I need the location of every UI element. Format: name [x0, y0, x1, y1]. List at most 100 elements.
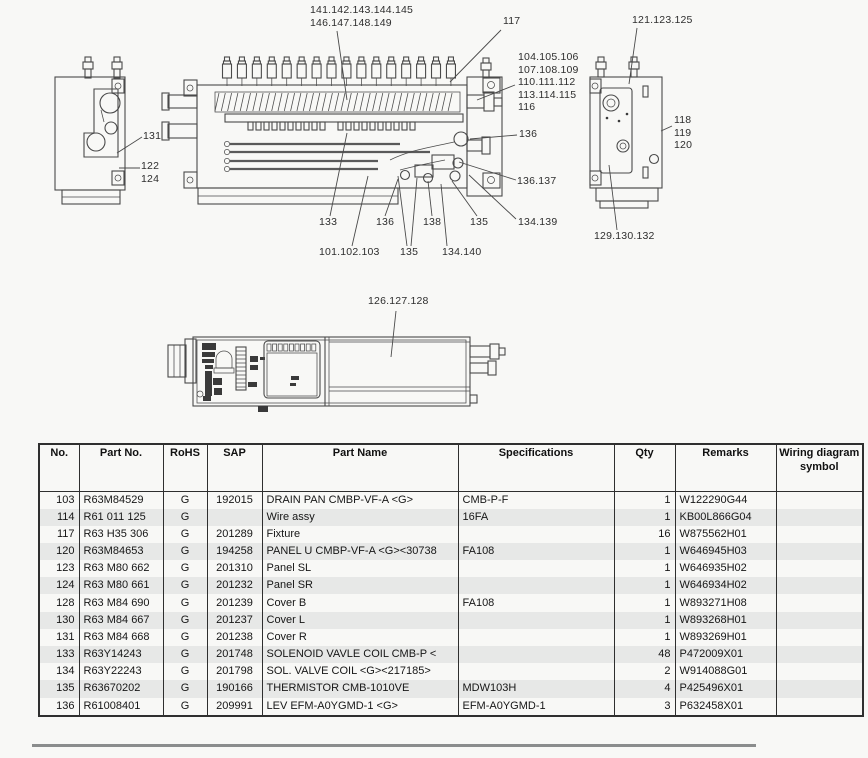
table-cell: CMB-P-F [457, 491, 615, 509]
table-cell: 16 [613, 525, 676, 543]
table-cell: 201238 [206, 628, 263, 646]
table-cell: P425496X01 [674, 680, 777, 698]
table-cell: 1 [613, 491, 676, 509]
callout-136-bottom: 136 [376, 216, 395, 228]
table-cell: 131 [38, 628, 80, 646]
table-cell: SOLENOID VAVLE COIL CMB-P < [261, 646, 459, 664]
callout-117: 117 [503, 15, 521, 27]
table-cell: 136 [38, 697, 80, 716]
table-cell: 209991 [206, 697, 263, 716]
table-cell: 120 [38, 542, 80, 561]
table-cell: MDW103H [457, 680, 615, 698]
callout-136-right: 136 [519, 128, 538, 140]
callout-133: 133 [319, 216, 338, 228]
table-cell [457, 577, 615, 595]
column-header-remarks: Remarks [674, 443, 777, 492]
table-cell: Cover B [261, 594, 459, 612]
column-header-sap: SAP [206, 443, 263, 492]
table-cell [775, 646, 864, 664]
table-cell: 135 [38, 680, 80, 698]
callout-134-139: 134.139 [518, 216, 558, 228]
callout-leader-lines [116, 27, 673, 358]
table-cell: G [162, 680, 208, 698]
table-cell: G [162, 491, 208, 509]
table-cell [775, 611, 864, 629]
table-cell: G [162, 594, 208, 612]
table-cell: LEV EFM-A0YGMD-1 <G> [261, 697, 459, 716]
table-cell [457, 628, 615, 646]
callout-122-124: 122 124 [141, 160, 160, 185]
table-cell: G [162, 697, 208, 716]
table-cell: 201232 [206, 577, 263, 595]
table-cell [457, 525, 615, 543]
parts-table: No. Part No. RoHS SAP Part Name Specific… [38, 443, 864, 717]
table-cell: R63 M80 662 [78, 560, 164, 578]
table-cell: R63M84653 [78, 542, 164, 561]
callout-118-119-120: 118 119 120 [674, 114, 693, 151]
left-side-view [54, 56, 126, 205]
table-cell: 190166 [206, 680, 263, 698]
table-cell: THERMISTOR CMB-1010VE [261, 680, 459, 698]
table-cell: 48 [613, 646, 676, 664]
callout-141-149: 141.142.143.144.145 146.147.148.149 [310, 4, 414, 29]
callout-135-top: 135 [470, 216, 489, 228]
table-cell: 1 [613, 594, 676, 612]
table-cell: G [162, 560, 208, 578]
table-cell: R61 011 125 [78, 508, 164, 526]
callout-104-116: 104.105.106 107.108.109 110.111.112 113.… [518, 51, 579, 113]
table-cell [775, 508, 864, 526]
table-cell: EFM-A0YGMD-1 [457, 697, 615, 716]
table-cell [457, 663, 615, 681]
table-cell: G [162, 577, 208, 595]
table-cell: G [162, 525, 208, 543]
callout-121-123-125: 121.123.125 [632, 14, 693, 26]
column-header-rohs: RoHS [162, 443, 208, 492]
table-cell [775, 680, 864, 698]
table-cell: P632458X01 [674, 697, 777, 716]
column-header-no: No. [38, 443, 80, 492]
table-cell: R63 H35 306 [78, 525, 164, 543]
center-assembly-front-view [161, 56, 503, 205]
table-cell: Cover L [261, 611, 459, 629]
table-cell: 16FA [457, 508, 615, 526]
callout-101-102-103: 101.102.103 [319, 246, 380, 258]
callout-134-140: 134.140 [442, 246, 482, 258]
table-cell: 1 [613, 542, 676, 561]
column-header-specifications: Specifications [457, 443, 615, 492]
table-cell [775, 525, 864, 543]
column-header-qty: Qty [613, 443, 676, 492]
table-cell [457, 646, 615, 664]
controller-top-view [167, 336, 506, 412]
callout-135-bottom: 135 [400, 246, 419, 258]
table-cell: W875562H01 [674, 525, 777, 543]
table-cell: 123 [38, 560, 80, 578]
table-cell [775, 577, 864, 595]
table-cell: Panel SR [261, 577, 459, 595]
table-cell: Cover R [261, 628, 459, 646]
table-cell: W893271H08 [674, 594, 777, 612]
table-cell: G [162, 611, 208, 629]
callout-131: 131 [143, 130, 162, 142]
table-cell: 201237 [206, 611, 263, 629]
table-cell: FA108 [457, 594, 615, 612]
right-side-view [589, 56, 663, 209]
table-cell: 201239 [206, 594, 263, 612]
table-cell: 128 [38, 594, 80, 612]
table-cell: R61008401 [78, 697, 164, 716]
table-cell: R63 M84 667 [78, 611, 164, 629]
table-cell: G [162, 508, 208, 526]
table-cell: 3 [613, 697, 676, 716]
table-cell: G [162, 663, 208, 681]
table-cell [457, 611, 615, 629]
table-cell: FA108 [457, 542, 615, 561]
table-cell: W893269H01 [674, 628, 777, 646]
table-cell [775, 697, 864, 716]
table-cell: KB00L866G04 [674, 508, 777, 526]
